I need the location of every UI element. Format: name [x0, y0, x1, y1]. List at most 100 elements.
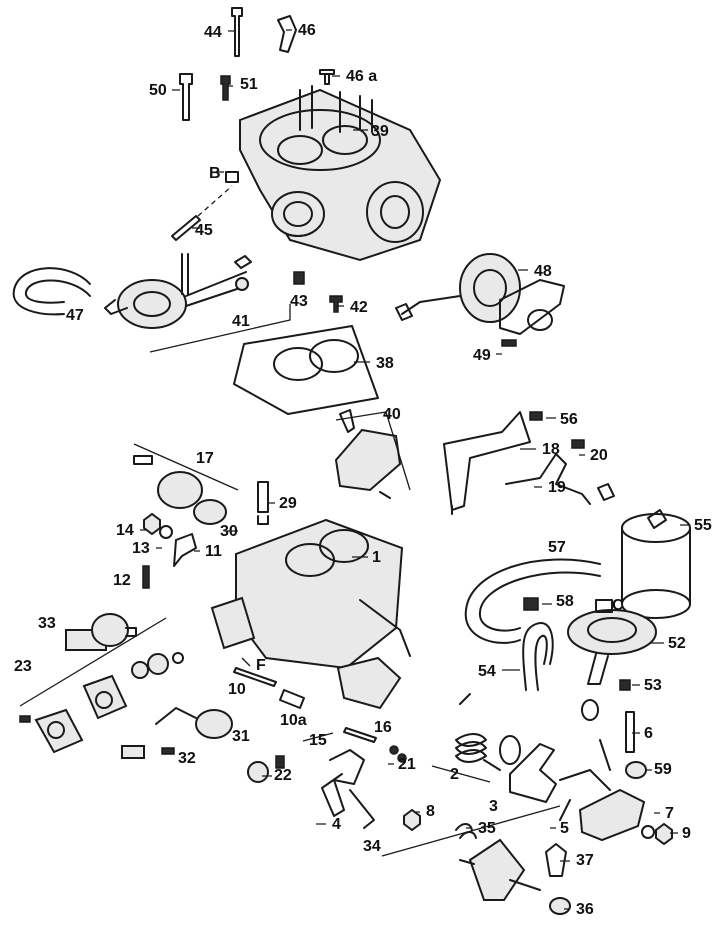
label-31: 31: [232, 728, 250, 745]
label-14: 14: [116, 522, 134, 539]
part-19-wire: [505, 453, 615, 505]
part-43-nut: [293, 271, 305, 285]
part-6-screw: [625, 711, 635, 753]
part-52-diaphragm: [567, 599, 657, 721]
part-55-filter-housing: [621, 509, 691, 619]
part-37-bracket: [545, 843, 567, 877]
label-32: 32: [178, 750, 196, 767]
label-21: 21: [398, 756, 416, 773]
part-47-hose: [12, 267, 91, 316]
label-41: 41: [232, 313, 250, 330]
label-29: 29: [279, 495, 297, 512]
part-7-washer: [641, 825, 655, 839]
part-45-screw: [171, 215, 201, 241]
part-10-screw: [233, 667, 277, 687]
part-50-bolt: [179, 73, 193, 121]
label-45: 45: [195, 222, 213, 239]
part-14-nut: [143, 512, 161, 536]
label-34: 34: [363, 838, 381, 855]
part-4-lever: [321, 749, 375, 829]
part-18-bracket: [443, 411, 531, 515]
label-22: 22: [274, 767, 292, 784]
label-54: 54: [478, 663, 496, 680]
label-1: 1: [372, 549, 381, 566]
label-10: 10: [228, 681, 246, 698]
label-47: 47: [66, 307, 84, 324]
part-17-housing: [133, 455, 227, 525]
part-32-plug: [121, 745, 175, 759]
label-57: 57: [548, 539, 566, 556]
label-5: 5: [560, 820, 569, 837]
part-16-needle: [343, 727, 377, 743]
label-10a: 10a: [280, 712, 307, 729]
part-9-nut: [655, 822, 673, 846]
part-13-washer: [159, 525, 173, 539]
label-7: 7: [665, 805, 674, 822]
part-38-gasket: [233, 325, 379, 415]
label-49: 49: [473, 347, 491, 364]
part-54-hose: [522, 622, 554, 691]
label-4: 4: [332, 816, 341, 833]
part-21-spring: [389, 745, 407, 763]
part-23-pump-cover: [19, 652, 184, 754]
label-C: C: [612, 597, 624, 614]
label-16: 16: [374, 719, 392, 736]
label-52: 52: [668, 635, 686, 652]
label-13: 13: [132, 540, 150, 557]
label-42: 42: [350, 299, 368, 316]
part-22-cap: [247, 755, 285, 783]
label-2: 2: [450, 766, 459, 783]
label-50: 50: [149, 82, 167, 99]
label-6: 6: [644, 725, 653, 742]
label-B: B: [209, 165, 221, 182]
label-55: 55: [694, 517, 712, 534]
label-44: 44: [204, 24, 222, 41]
label-3: 3: [489, 798, 498, 815]
label-43: 43: [290, 293, 308, 310]
part-56-screw: [529, 411, 543, 421]
label-35: 35: [478, 820, 496, 837]
part-20-screw: [571, 439, 585, 449]
part-12-screw: [142, 565, 150, 589]
label-12: 12: [113, 572, 131, 589]
label-58: 58: [556, 593, 574, 610]
label-46a: 46 a: [346, 68, 377, 85]
part-5-throttle-lever: [559, 739, 646, 842]
part-46-fitting: [277, 15, 297, 53]
part-46a-jet: [319, 69, 335, 85]
part-59-nut: [625, 761, 647, 779]
label-15: 15: [309, 732, 327, 749]
part-48-automatic-choke: [395, 253, 565, 335]
label-46: 46: [298, 22, 316, 39]
part-2-spring: [455, 693, 521, 771]
label-36: 36: [576, 901, 594, 918]
part-8-nut: [403, 808, 421, 832]
label-40: 40: [383, 406, 401, 423]
label-F: F: [256, 657, 266, 674]
part-10a-sleeve: [279, 689, 305, 709]
label-39: 39: [371, 123, 389, 140]
label-33: 33: [38, 615, 56, 632]
label-37: 37: [576, 852, 594, 869]
part-36-cap: [549, 897, 571, 915]
label-56: 56: [560, 411, 578, 428]
part-29-fitting: [257, 481, 269, 525]
label-19: 19: [548, 479, 566, 496]
label-17: 17: [196, 450, 214, 467]
part-39-upper-body: [225, 85, 442, 262]
part-57-hose: [464, 558, 601, 644]
part-11-lever: [173, 533, 197, 567]
part-44-screw: [231, 7, 243, 57]
part-33-valve: [65, 613, 137, 651]
part-58-clip: [523, 597, 539, 611]
label-48: 48: [534, 263, 552, 280]
part-42-screw: [329, 295, 343, 313]
label-9: 9: [682, 825, 691, 842]
label-59: 59: [654, 761, 672, 778]
part-51-screw: [220, 75, 231, 101]
label-38: 38: [376, 355, 394, 372]
part-41-choke-pulldown: [104, 253, 252, 329]
label-51: 51: [240, 76, 258, 93]
label-11: 11: [205, 543, 222, 560]
